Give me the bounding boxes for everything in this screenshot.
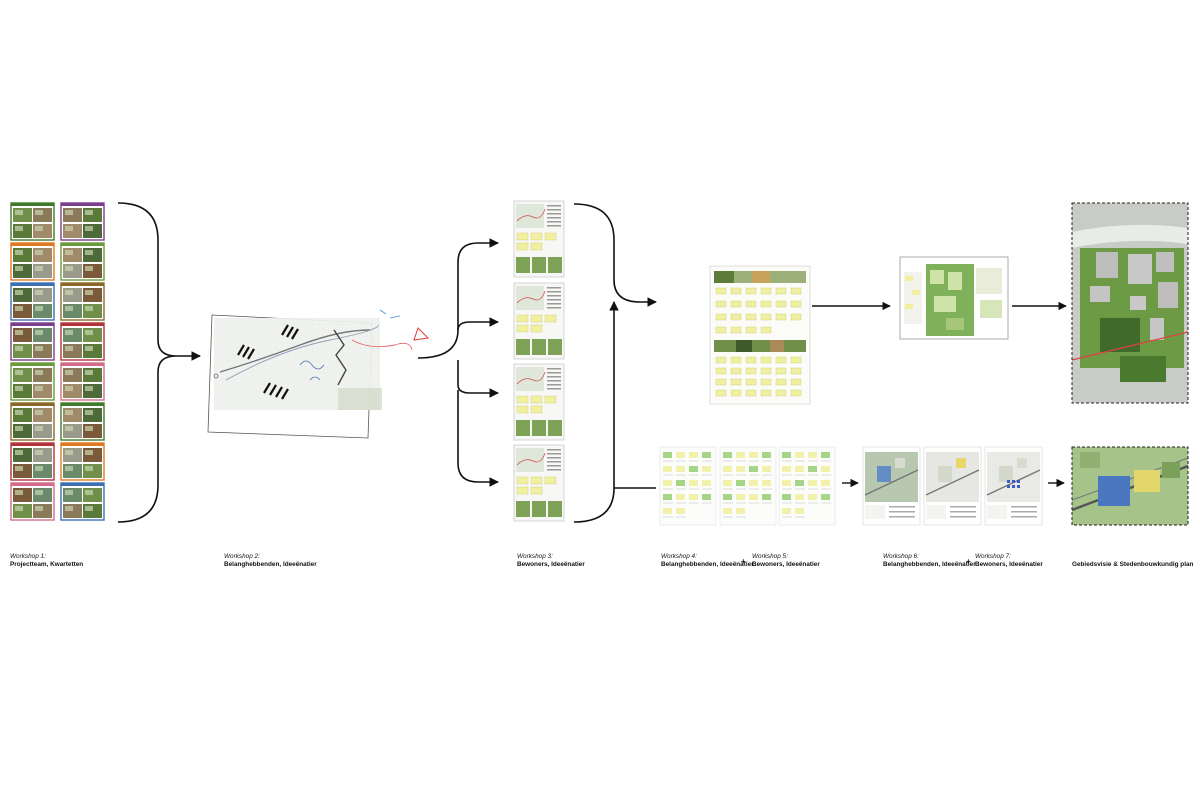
brace-2-bottom: [573, 302, 656, 523]
arrow-2-to-3: [417, 238, 499, 359]
card-set: [10, 442, 55, 481]
caption-workshop-1: Workshop 1: Projectteam, Kwartetten: [10, 553, 83, 569]
branch-3c: [457, 360, 499, 398]
caption-workshop-5: Workshop 5: Bewoners, Ideeënatier: [752, 553, 820, 569]
card-set: [10, 202, 55, 241]
branch-3b: [457, 317, 499, 331]
card-set: [60, 242, 105, 281]
caption-title: Workshop 4:: [661, 553, 697, 560]
poster: [513, 200, 565, 278]
poster: [513, 282, 565, 360]
final-aerial-plan: [1071, 202, 1189, 404]
caption-title: Workshop 6:: [883, 553, 919, 560]
card-set: [10, 482, 55, 521]
caption-title: Workshop 7:: [975, 553, 1011, 560]
card-set: [10, 362, 55, 401]
caption-workshop-6: Workshop 6: Belanghebbenden, Ideeënatier: [883, 553, 976, 569]
brace-2-top: [573, 203, 657, 307]
caption-workshop-4: Workshop 4: Belanghebbenden, Ideeënatier: [661, 553, 754, 569]
plus-sign: +: [741, 557, 746, 566]
caption-subtitle: Bewoners, Ideeënatier: [975, 561, 1043, 568]
caption-title: Workshop 1:: [10, 553, 46, 560]
caption-subtitle: Belanghebbenden, Ideeënatier: [661, 561, 754, 568]
caption-title: Workshop 2:: [224, 553, 260, 560]
plus-sign: +: [966, 557, 971, 566]
workshop-6-7-maps: [862, 446, 1043, 526]
workshop-6-plan-board: [899, 256, 1009, 340]
caption-title: Workshop 5:: [752, 553, 788, 560]
caption-workshop-2: Workshop 2: Belanghebbenden, Ideeënatier: [224, 553, 317, 569]
card-set: [60, 362, 105, 401]
card-set: [10, 322, 55, 361]
caption-subtitle: Bewoners, Ideeënatier: [752, 561, 820, 568]
idea-sheet: [659, 446, 717, 526]
card-set: [60, 322, 105, 361]
workshop-4-5-sheets: [659, 446, 836, 526]
caption-subtitle: Bewoners, Ideeënatier: [517, 561, 585, 568]
workshop-4-collage-poster: [709, 265, 811, 405]
card-set: [10, 402, 55, 441]
scenario-map: [984, 446, 1043, 526]
caption-subtitle: Belanghebbenden, Ideeënatier: [224, 561, 317, 568]
card-set: [60, 442, 105, 481]
scenario-map: [923, 446, 982, 526]
caption-workshop-7: Workshop 7: Bewoners, Ideeënatier: [975, 553, 1043, 569]
card-set: [10, 242, 55, 281]
card-set: [60, 402, 105, 441]
card-set: [60, 202, 105, 241]
caption-title: Workshop 3:: [517, 553, 553, 560]
card-set: [60, 482, 105, 521]
scenario-map: [862, 446, 921, 526]
poster: [513, 363, 565, 441]
caption-subtitle: Projectteam, Kwartetten: [10, 561, 84, 568]
caption-workshop-3: Workshop 3: Bewoners, Ideeënatier: [517, 553, 585, 569]
workshop-1-card-sheet: [10, 202, 105, 521]
card-set: [10, 282, 55, 321]
caption-final-plan: Gebiedsvisie & Stedenbouwkundig plan: [1072, 561, 1194, 568]
idea-sheet: [719, 446, 777, 526]
poster: [513, 444, 565, 522]
final-area-plan: [1071, 446, 1189, 526]
brace-1: [117, 202, 177, 523]
card-set: [60, 282, 105, 321]
caption-subtitle: Belanghebbenden, Ideeënatier: [883, 561, 976, 568]
branch-3d: [457, 390, 499, 487]
workshop-3-posters: [513, 200, 565, 522]
workshop-2-sketch-map: [207, 309, 430, 439]
idea-sheet: [778, 446, 836, 526]
